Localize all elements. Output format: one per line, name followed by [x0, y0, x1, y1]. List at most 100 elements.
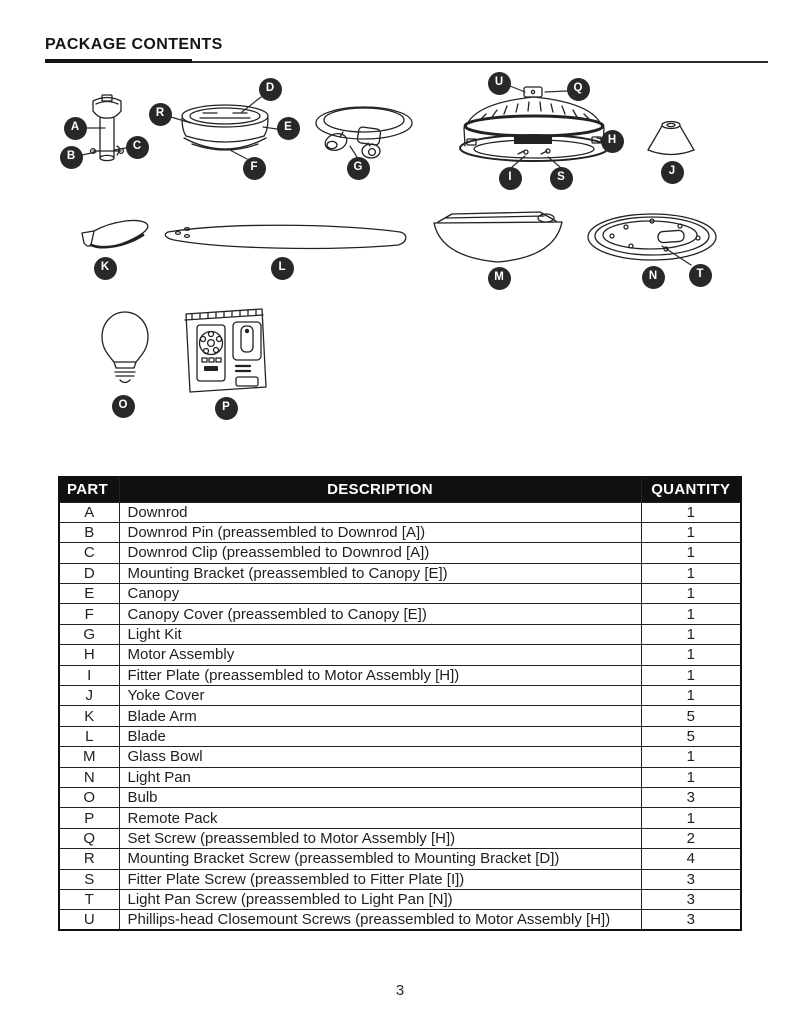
cell-part: B [58, 521, 120, 544]
cell-quantity: 1 [640, 583, 742, 605]
cell-description: Downrod Pin (preassembled to Downrod [A]… [118, 521, 642, 544]
title-rule-thick [45, 59, 192, 63]
yoke-cover-drawing [647, 120, 695, 156]
title-rule-thin [45, 61, 768, 63]
cell-part: N [58, 766, 120, 788]
cell-part: L [58, 725, 120, 748]
cell-description: Fitter Plate (preassembled to Motor Asse… [118, 664, 642, 687]
cell-part: D [58, 562, 120, 585]
part-label-E: E [276, 116, 300, 140]
part-label-M: M [487, 266, 511, 290]
downrod-drawing [89, 94, 125, 162]
remote-pack-drawing [184, 308, 267, 393]
cell-part: G [58, 623, 120, 646]
cell-part: H [58, 644, 120, 666]
part-label-J: J [660, 160, 684, 184]
part-label-S: S [549, 166, 573, 190]
part-label-D: D [258, 77, 282, 101]
cell-part: P [58, 807, 120, 829]
part-label-R: R [148, 102, 172, 126]
cell-description: Canopy Cover (preassembled to Canopy [E]… [118, 603, 642, 625]
cell-part: C [58, 542, 120, 564]
cell-quantity: 1 [640, 807, 742, 829]
cell-part: J [58, 685, 120, 707]
cell-part: F [58, 603, 120, 625]
cell-part: M [58, 746, 120, 768]
table-header-description: DESCRIPTION [118, 476, 642, 503]
page-title: PACKAGE CONTENTS [45, 36, 223, 53]
canopy-drawing [181, 104, 269, 151]
cell-part: E [58, 583, 120, 605]
part-label-L: L [270, 256, 294, 280]
cell-quantity: 1 [640, 766, 742, 788]
part-label-C: C [125, 135, 149, 159]
cell-quantity: 1 [640, 644, 742, 666]
part-label-T: T [688, 263, 712, 287]
cell-quantity: 3 [640, 786, 742, 809]
cell-part: I [58, 664, 120, 687]
part-label-I: I [498, 166, 522, 190]
part-label-H: H [600, 129, 624, 153]
cell-quantity: 1 [640, 501, 742, 523]
table-header-part: PART [58, 476, 120, 503]
part-label-K: K [93, 256, 117, 280]
cell-quantity: 3 [640, 888, 742, 911]
cell-description: Bulb [118, 786, 642, 809]
cell-quantity: 3 [640, 909, 742, 931]
cell-part: R [58, 848, 120, 870]
blade-arm-drawing [81, 219, 149, 249]
blade-drawing [164, 224, 407, 250]
cell-part: U [58, 909, 120, 931]
light-pan-drawing [587, 213, 717, 261]
cell-quantity: 5 [640, 725, 742, 748]
cell-description: Downrod [118, 501, 642, 523]
cell-description: Blade [118, 725, 642, 748]
cell-description: Motor Assembly [118, 644, 642, 666]
part-label-N: N [641, 265, 665, 289]
cell-quantity: 1 [640, 521, 742, 544]
cell-description: Set Screw (preassembled to Motor Assembl… [118, 827, 642, 850]
cell-quantity: 1 [640, 685, 742, 707]
cell-quantity: 3 [640, 868, 742, 890]
part-label-P: P [214, 396, 238, 420]
cell-quantity: 4 [640, 848, 742, 870]
cell-quantity: 1 [640, 746, 742, 768]
cell-part: O [58, 786, 120, 809]
cell-description: Blade Arm [118, 705, 642, 727]
cell-description: Yoke Cover [118, 685, 642, 707]
cell-description: Fitter Plate Screw (preassembled to Fitt… [118, 868, 642, 890]
part-label-G: G [346, 156, 370, 180]
part-label-U: U [487, 71, 511, 95]
table-header-quantity: QUANTITY [640, 476, 742, 503]
cell-description: Downrod Clip (preassembled to Downrod [A… [118, 542, 642, 564]
cell-part: S [58, 868, 120, 890]
cell-description: Mounting Bracket Screw (preassembled to … [118, 848, 642, 870]
cell-description: Light Pan Screw (preassembled to Light P… [118, 888, 642, 911]
cell-part: Q [58, 827, 120, 850]
